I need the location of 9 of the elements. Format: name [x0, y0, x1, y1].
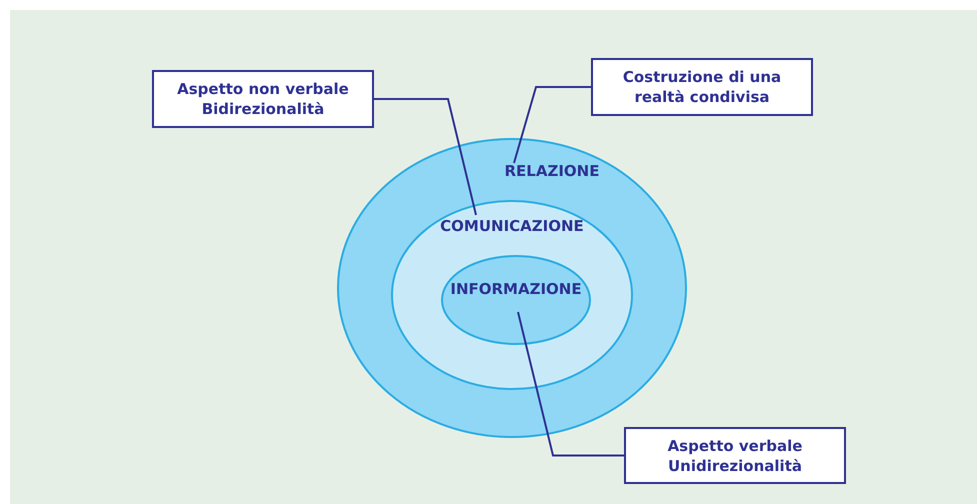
leader-line	[517, 312, 624, 456]
callout-box: Costruzione di una realtà condivisa	[591, 58, 813, 116]
callout-box: Aspetto non verbale Bidirezionalità	[152, 70, 374, 128]
callout-box: Aspetto verbale Unidirezionalità	[624, 427, 846, 484]
leader-line	[374, 98, 477, 216]
leader-line	[513, 86, 591, 164]
region-label: INFORMAZIONE	[450, 280, 582, 298]
region-label: RELAZIONE	[504, 162, 600, 180]
region-label: COMUNICAZIONE	[440, 217, 584, 235]
